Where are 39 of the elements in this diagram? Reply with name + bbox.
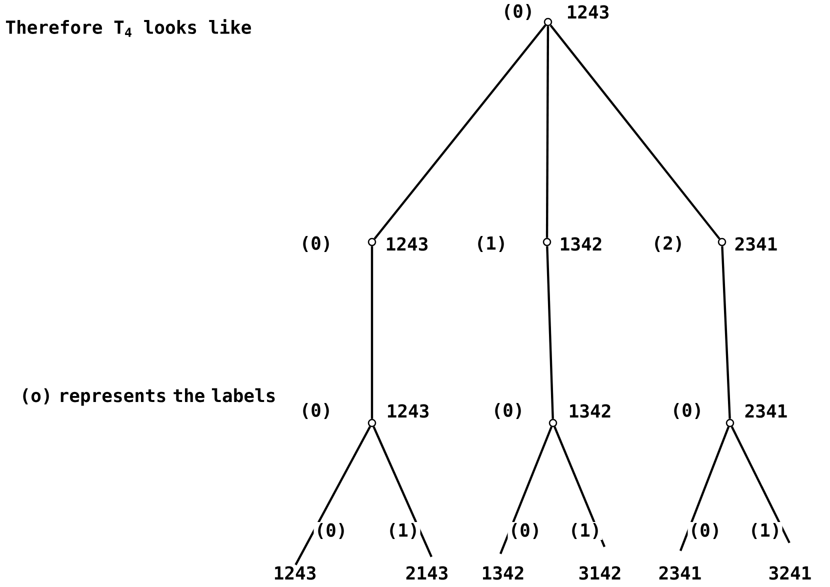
tree-branch [730,426,790,544]
tree-branch [374,24,546,240]
edge-label: (1) [386,522,420,540]
leaf-label: 3142 [579,566,620,580]
edge-label: (0) [508,522,542,540]
node-label: (0) [303,236,329,252]
tree-branch [721,246,731,419]
edge-label: (0) [688,522,722,540]
node-label: 1342 [560,237,602,251]
node-label: (0) [505,4,531,20]
tree-branch [499,426,552,554]
node-label: 1243 [386,237,428,251]
node-label: (0) [674,403,700,420]
note-text: Therefore T$_{4}$ looks like [6,19,251,37]
node-label: 1342 [570,404,610,418]
node-label: (2) [655,236,681,252]
edge-label: (0) [314,522,348,540]
node-label: (0) [495,403,521,420]
node-label: 1243 [568,5,609,19]
tree-branch [546,26,550,238]
tree-branch [294,426,371,566]
leaf-label: 1243 [274,566,316,580]
leaf-label: 2341 [659,566,701,580]
node-label: (0) [303,403,329,420]
node-label: 1243 [388,404,429,418]
edge-label: (1) [748,522,782,540]
node-label: 2341 [735,237,777,251]
note-text: (o) represents the labels [23,388,275,406]
leaf-label: 2143 [406,566,448,580]
tree-branch [550,24,720,240]
tree-branch [372,426,432,558]
node-label: 2341 [745,404,787,418]
tree-branch [679,426,730,552]
tree-branch [546,246,554,419]
node-label: (1) [478,236,504,252]
edge-label: (1) [568,522,602,540]
leaf-label: 1342 [482,566,524,580]
leaf-label: 3241 [769,566,811,580]
tree-branch [370,246,374,419]
